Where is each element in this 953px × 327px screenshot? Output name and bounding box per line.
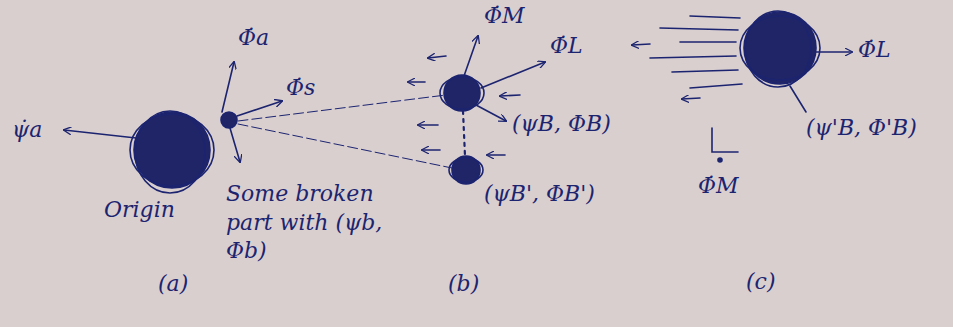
- broken-part: [221, 112, 237, 128]
- tether-line: [463, 111, 465, 156]
- merged-scribble: [745, 11, 811, 87]
- note-label: Some broken part with (ψb, Φb): [226, 180, 396, 266]
- velocity-arrow: [64, 130, 136, 138]
- angle-mark: [712, 128, 738, 152]
- part-name: Origin: [104, 196, 175, 225]
- wind-arrow: [682, 98, 700, 99]
- symbol-label: Φ̇M: [484, 2, 525, 31]
- fragment-scribble: [449, 158, 483, 182]
- symbol-label: Φ̇s: [286, 74, 315, 103]
- velocity-arrow: [816, 51, 852, 53]
- ink: [64, 11, 852, 193]
- wake-streak: [650, 56, 736, 58]
- state-label: (ψB, ΦB): [512, 110, 611, 139]
- origin-scribble: [135, 111, 205, 193]
- symbol-label: ψ̇a: [12, 116, 42, 145]
- wake-streak: [660, 28, 738, 30]
- wake-streak: [680, 41, 736, 43]
- wind-arrow: [408, 81, 425, 83]
- wind-arrow: [500, 95, 520, 96]
- trajectory-line: [238, 95, 446, 121]
- velocity-arrow: [464, 36, 478, 76]
- velocity-arrow: [237, 101, 282, 116]
- wind-arrow: [418, 124, 438, 126]
- velocity-arrow: [230, 128, 240, 162]
- trajectory-line: [238, 124, 452, 168]
- figure-label: (b): [448, 270, 479, 299]
- velocity-arrow: [481, 62, 545, 88]
- figure-label: (a): [158, 270, 188, 299]
- figure-label: (c): [746, 268, 776, 297]
- symbol-label: Φ̇M: [698, 172, 739, 201]
- wake-streak: [690, 16, 740, 18]
- wind-arrow: [428, 56, 446, 58]
- wake-streak: [672, 70, 738, 72]
- state-label: (ψ'B, Φ'B): [806, 114, 917, 143]
- symbol-label: Φ̇L: [550, 32, 583, 61]
- symbol-label: Φ̇a: [238, 24, 269, 53]
- leader-line: [790, 86, 806, 112]
- velocity-arrow: [222, 62, 234, 112]
- symbol-label: Φ̇L: [858, 36, 891, 65]
- fragment-scribble: [440, 77, 484, 109]
- velocity-arrow: [476, 105, 506, 121]
- origin-scribble: [130, 114, 214, 186]
- wind-arrow: [422, 149, 440, 151]
- wind-arrow: [632, 44, 650, 45]
- wake-streak: [690, 84, 742, 88]
- dot-mark: [718, 158, 722, 162]
- wind-arrow: [487, 154, 505, 156]
- state-label: (ψB', ΦB'): [484, 180, 595, 209]
